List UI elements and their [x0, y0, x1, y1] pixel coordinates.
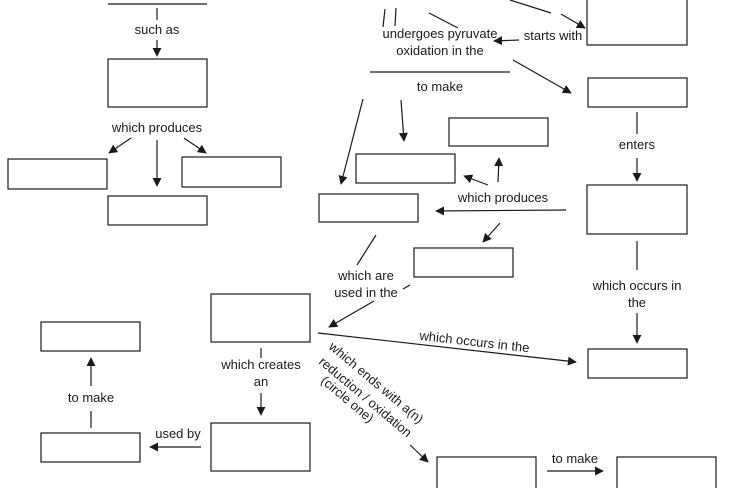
label-used-in-the: used in the [334, 285, 398, 300]
left-branch: such as which produces [7, 3, 282, 226]
arrow-produces-to-box [435, 206, 567, 216]
arrow-used-in [328, 300, 375, 328]
connector-line [509, 0, 552, 14]
answer-box-top-right[interactable] [586, 0, 688, 46]
answer-box-right-3[interactable] [587, 348, 688, 379]
arrow-produces-up [494, 157, 504, 183]
answer-box-mid-2[interactable] [210, 422, 311, 472]
arrow-to-make-down [398, 99, 408, 142]
label-such-as: such as [135, 22, 180, 37]
connector-line [356, 234, 377, 266]
connector-line [382, 8, 386, 28]
arrow-to-box [512, 59, 572, 94]
answer-box-left-1[interactable] [107, 58, 208, 108]
label-oxidation-in-the: oxidation in the [396, 43, 483, 58]
connector-line [394, 7, 397, 27]
connector-line [428, 12, 459, 29]
answer-box-center-4[interactable] [413, 247, 514, 278]
label-which-are: which are [337, 268, 394, 283]
arrow-ends-with [409, 444, 429, 463]
connector-line [402, 284, 411, 290]
answer-box-center-3[interactable] [318, 193, 419, 223]
label-to-make-top: to make [417, 79, 463, 94]
label-which-creates: which creates [220, 357, 301, 372]
label-undergoes-pyruvate: undergoes pyruvate [383, 26, 498, 41]
answer-box-right-1[interactable] [587, 77, 688, 108]
answer-box-left-4[interactable] [107, 195, 208, 226]
answer-box-left-2[interactable] [7, 158, 108, 190]
label-to-make-bottom: to make [552, 451, 598, 466]
arrow-produces-right [183, 137, 207, 154]
label-which-occurs-in-right-2: the [628, 295, 646, 310]
answer-box-left-bottom[interactable] [40, 432, 141, 463]
arrow-produces-down-left [482, 222, 501, 243]
arrow-to-make-left [338, 98, 364, 185]
label-which-produces-right: which produces [457, 190, 549, 205]
answer-box-mid-1[interactable] [210, 293, 311, 343]
arrow-starts-with [493, 36, 520, 46]
arrow-produces-left-up [463, 174, 489, 186]
answer-box-left-3[interactable] [181, 156, 282, 188]
answer-box-bottom-2[interactable] [616, 456, 717, 488]
label-which-produces-left: which produces [111, 120, 203, 135]
label-used-by: used by [155, 426, 201, 441]
answer-box-left-top[interactable] [40, 321, 141, 352]
arrow-occurs-in-the [317, 332, 577, 366]
label-enters: enters [619, 137, 656, 152]
label-which-occurs-in-right-1: which occurs in [592, 278, 682, 293]
right-branch: enters which produces which occurs in th… [413, 112, 688, 379]
answer-box-bottom-1[interactable] [436, 456, 537, 488]
pyruvate-oxidation-branch: undergoes pyruvate oxidation in the to m… [318, 0, 688, 223]
label-to-make-left: to make [68, 390, 114, 405]
label-starts-with: starts with [524, 28, 583, 43]
arrow-produces-left [108, 137, 132, 154]
answer-box-center-1[interactable] [448, 117, 549, 147]
answer-box-right-2[interactable] [586, 184, 688, 235]
answer-box-center-2[interactable] [355, 153, 456, 184]
arrow-top-right [560, 13, 586, 29]
label-an: an [254, 374, 268, 389]
